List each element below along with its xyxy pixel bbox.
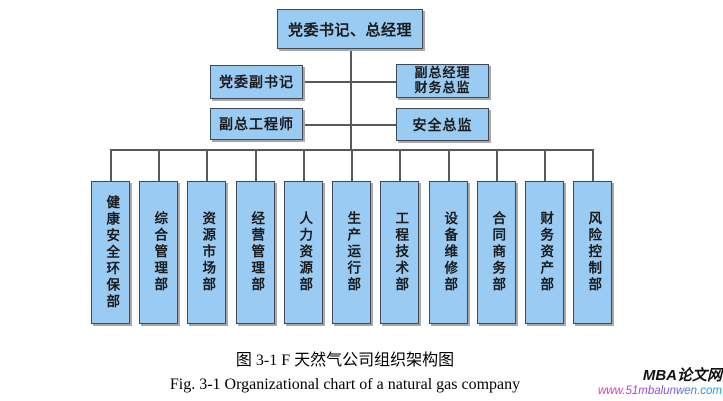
- figure-caption-zh: 图 3-1 F 天然气公司组织架构图: [235, 352, 455, 369]
- connector-drop: [351, 149, 353, 182]
- dept-box: 设备维修部: [429, 181, 468, 324]
- connector-deputy-gm-cfo: [351, 81, 396, 83]
- box-label-line1: 副总经理: [414, 66, 471, 81]
- dept-box: 生产运行部: [332, 181, 371, 324]
- dept-label: 综合管理部: [151, 211, 168, 294]
- watermark-site-name: MBA论文网: [642, 367, 722, 384]
- dept-box: 财务资产部: [525, 181, 564, 324]
- connector-drop: [592, 149, 594, 182]
- dept-box: 工程技术部: [380, 181, 419, 324]
- box-deputy-party-secretary: 党委副书记: [210, 65, 303, 99]
- box-label: 党委副书记: [219, 75, 294, 91]
- dept-label: 设备维修部: [441, 211, 458, 294]
- connector-deputy-chief-engineer: [303, 124, 350, 126]
- box-label: 安全总监: [412, 117, 473, 134]
- dept-label: 经营管理部: [248, 211, 265, 294]
- box-safety-director: 安全总监: [396, 108, 489, 141]
- watermark-url: www.51mbalunwen.com: [597, 384, 722, 397]
- dept-label: 资源市场部: [199, 211, 216, 294]
- connector-drop: [206, 149, 208, 182]
- box-party-secretary-general-manager: 党委书记、总经理: [277, 9, 423, 49]
- dept-label: 健康安全环保部: [103, 194, 120, 311]
- box-label: 党委书记、总经理: [287, 20, 412, 39]
- connector-root-vertical: [350, 49, 352, 149]
- dept-label: 生产运行部: [344, 211, 361, 294]
- connector-drop: [496, 149, 498, 182]
- dept-label: 风险控制部: [585, 211, 602, 294]
- connector-drop: [399, 149, 401, 182]
- box-deputy-chief-engineer: 副总工程师: [210, 108, 303, 140]
- dept-box: 经营管理部: [236, 181, 275, 324]
- connector-drop: [448, 149, 450, 182]
- box-deputy-gm-cfo: 副总经理 财务总监: [396, 64, 489, 98]
- connector-deputy-party-secretary: [303, 81, 350, 83]
- dept-label: 合同商务部: [489, 211, 506, 294]
- dept-box: 健康安全环保部: [91, 181, 130, 324]
- dept-label: 财务资产部: [537, 211, 554, 294]
- connector-drop: [255, 149, 257, 182]
- dept-box: 资源市场部: [187, 181, 226, 324]
- dept-box: 风险控制部: [573, 181, 612, 324]
- box-label-line2: 财务总监: [414, 81, 471, 96]
- figure-caption-en: Fig. 3-1 Organizational chart of a natur…: [169, 376, 521, 393]
- dept-label: 人力资源部: [296, 211, 313, 294]
- dept-box: 合同商务部: [477, 181, 516, 324]
- dept-box: 综合管理部: [139, 181, 178, 324]
- connector-drop: [110, 149, 112, 182]
- connector-safety-director: [351, 124, 396, 126]
- dept-label: 工程技术部: [392, 211, 409, 294]
- box-label: 副总工程师: [219, 117, 294, 133]
- connector-drop: [544, 149, 546, 182]
- dept-box: 人力资源部: [284, 181, 323, 324]
- connector-drop: [303, 149, 305, 182]
- connector-drop: [158, 149, 160, 182]
- watermark: MBA论文网 www.51mbalunwen.com: [597, 367, 722, 397]
